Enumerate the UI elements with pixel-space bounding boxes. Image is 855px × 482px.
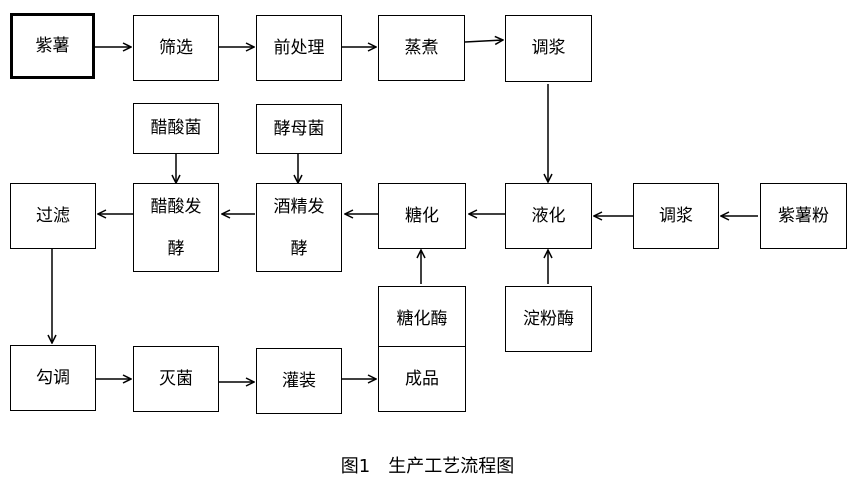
- node-yehua: 液化: [505, 183, 592, 249]
- node-cusuanfajiao: 醋酸发酵: [133, 183, 219, 272]
- node-guanzhuang: 灌装: [256, 348, 342, 414]
- node-guolu: 过滤: [10, 183, 96, 249]
- node-dianfenmei: 淀粉酶: [505, 286, 592, 352]
- node-tiaojiang-top: 调浆: [505, 15, 592, 82]
- node-zhengzhu: 蒸煮: [378, 15, 465, 81]
- node-qianchuli: 前处理: [256, 15, 342, 81]
- node-shaixuan: 筛选: [133, 15, 219, 81]
- node-miejun: 灭菌: [133, 346, 219, 412]
- arrow-zhengzhu-tiaojiang: [464, 40, 503, 42]
- node-jiumujun: 酵母菌: [256, 104, 342, 154]
- figure-caption: 图1 生产工艺流程图: [340, 456, 515, 477]
- node-tanghuamei: 糖化酶: [378, 286, 466, 352]
- node-cusuanjun: 醋酸菌: [133, 103, 219, 154]
- process-flowchart: [0, 0, 758, 440]
- node-tanghua: 糖化: [378, 183, 466, 249]
- node-goutiao: 勾调: [10, 345, 96, 411]
- node-jiujingfajiao: 酒精发酵: [256, 183, 342, 272]
- node-zishufen: 紫薯粉: [760, 183, 847, 249]
- node-chengpin: 成品: [378, 346, 466, 412]
- node-tiaojiang-right: 调浆: [633, 183, 719, 249]
- node-zishu: 紫薯: [10, 13, 95, 79]
